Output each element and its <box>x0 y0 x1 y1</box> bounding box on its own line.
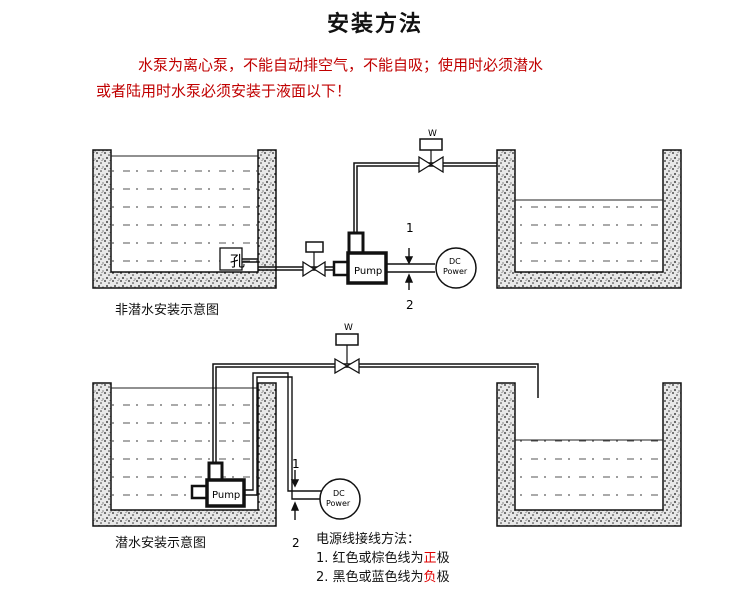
diagram2-power-label-dc: DC <box>333 489 345 498</box>
diagram2-source-tank <box>92 382 277 527</box>
diagram2-outlet-pipe <box>212 363 539 463</box>
diagram1-hole-label: 孔 <box>230 252 245 270</box>
wiring-item-2-text: 2. 黑色或蓝色线为 <box>316 570 424 585</box>
diagram2-power-cable <box>244 372 322 520</box>
page-title: 安装方法 <box>326 11 423 37</box>
negative-label: 负 <box>423 570 437 585</box>
wiring-item-2-suffix: 极 <box>436 570 450 585</box>
diagram1-valve-label: W <box>428 129 437 139</box>
diagram2-top-valve: W <box>334 323 360 375</box>
diagram2-wire-1-label: 1 <box>292 457 300 471</box>
warning-line-2: 或者陆用时水泵必须安装于液面以下！ <box>96 82 352 100</box>
diagram2-dc-power: DC Power <box>319 478 361 520</box>
wiring-item-2: 2. 黑色或蓝色线为负极 <box>316 568 450 587</box>
diagram1-dc-power: DC Power <box>435 247 477 289</box>
diagram1-inlet-valve <box>302 241 326 278</box>
diagram1-wire-1-label: 1 <box>406 221 414 235</box>
diagram1-power-label-dc: DC <box>449 257 461 266</box>
diagram1-dest-tank <box>496 149 682 289</box>
warning-line-1: 水泵为离心泵，不能自动排空气，不能自吸；使用时必须潜水 <box>138 56 544 74</box>
diagram1-power-wires <box>386 248 435 290</box>
diagram1-wire-2-label: 2 <box>406 298 414 312</box>
diagram1-power-label-power: Power <box>443 267 468 276</box>
positive-label: 正 <box>423 551 437 566</box>
wiring-instructions: 电源线接线方法： 1. 红色或棕色线为正极 2. 黑色或蓝色线为负极 <box>316 530 450 587</box>
diagram2-valve-label: W <box>344 323 353 333</box>
diagram1-pump: Pump <box>332 231 388 285</box>
diagram2-pump: Pump <box>190 461 246 508</box>
diagram2-wire-2-label: 2 <box>292 536 300 550</box>
diagram1-source-tank <box>92 149 277 289</box>
diagram1-hole-fitting: 孔 <box>219 247 245 271</box>
wiring-item-1: 1. 红色或棕色线为正极 <box>316 549 450 568</box>
diagram1-caption: 非潜水安装示意图 <box>115 303 220 318</box>
diagram2-dest-tank <box>496 382 682 527</box>
diagram1-outlet-pipe <box>353 162 497 233</box>
diagram1-pump-label: Pump <box>354 266 382 277</box>
diagram2-caption: 潜水安装示意图 <box>115 536 207 551</box>
diagram2-pump-label: Pump <box>212 490 240 501</box>
wiring-item-1-text: 1. 红色或棕色线为 <box>316 551 424 566</box>
diagram1-top-valve: W <box>418 129 444 174</box>
diagram2-power-label-power: Power <box>326 499 351 508</box>
wiring-item-1-suffix: 极 <box>436 551 450 566</box>
wiring-heading: 电源线接线方法： <box>316 532 421 547</box>
